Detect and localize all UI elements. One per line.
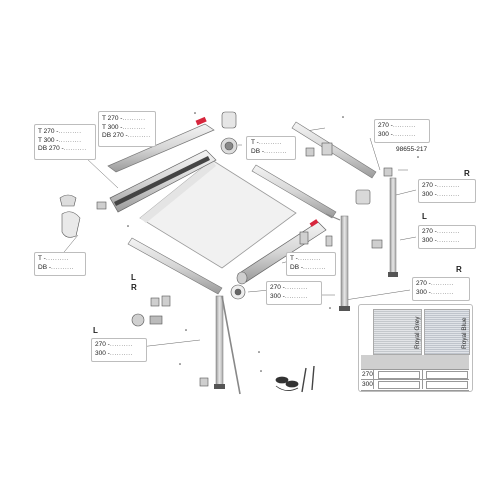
callout-right-upper: 270 -.......... 300 -.......... — [422, 182, 460, 198]
hardware-parts — [59, 111, 393, 387]
swatch-royal-blue — [424, 309, 470, 355]
callout-box-right-leg — [412, 277, 470, 301]
detail-dots — [127, 112, 419, 372]
brand-logo-mark-2 — [309, 219, 319, 227]
callout-left-leg: 270 -.......... 300 -.......... — [95, 341, 133, 357]
callout-box-rafter-top — [374, 119, 430, 143]
table-header-bar — [361, 355, 469, 369]
callout-box-end-cap-left — [34, 252, 86, 276]
brand-logo-mark — [195, 116, 207, 126]
rafter-arm-top — [251, 121, 377, 219]
callout-box-center-rafter — [266, 281, 322, 305]
callout-front-rail: T 270 -.......... T 300 -.......... DB 2… — [38, 128, 87, 152]
part-number-label: 98655-217 — [396, 146, 428, 153]
callout-end-cap-right: T -.......... DB -.......... — [251, 139, 288, 155]
table-row-label-270: 270 — [362, 371, 373, 378]
callout-box-front-rail — [34, 124, 96, 160]
callout-top-rail: T 270 -.......... T 300 -.......... DB 2… — [102, 115, 151, 139]
fabric-table: Royal Grey Royal Blue 270 300 — [358, 304, 473, 392]
callout-right-lower: 270 -.......... 300 -.......... — [422, 228, 460, 244]
side-letter-r-top: R — [464, 169, 470, 178]
callout-center-rafter: 270 -.......... 300 -.......... — [270, 284, 308, 300]
callout-end-cap-left: T -.......... DB -.......... — [38, 255, 75, 271]
callout-rafter-top: 270 -.......... 300 -.......... — [378, 122, 416, 138]
awning-fabric — [139, 159, 297, 269]
tie-down-kit — [275, 365, 315, 393]
side-letter-l-mid: L — [422, 212, 427, 221]
table-col-divider — [422, 369, 423, 389]
side-letter-r-mid: R — [456, 265, 462, 274]
callout-box-top-rail — [98, 111, 156, 147]
roller-tube — [107, 116, 215, 173]
order-cell[interactable] — [378, 371, 420, 379]
order-cell[interactable] — [378, 381, 420, 389]
callout-box-right-lower — [418, 225, 476, 249]
lead-rail — [109, 149, 217, 213]
callout-box-left-leg — [91, 338, 147, 362]
order-cell[interactable] — [426, 371, 468, 379]
swatch-royal-grey — [373, 309, 422, 355]
callout-box-right-upper — [418, 179, 476, 203]
swatch-label-royal-grey: Royal Grey — [414, 316, 421, 349]
order-cell[interactable] — [426, 381, 468, 389]
side-letter-l-bottom: L — [93, 326, 98, 335]
support-legs — [214, 177, 398, 395]
callout-box-end-cap-front — [286, 252, 336, 276]
table-row — [361, 379, 469, 391]
callout-right-leg: 270 -.......... 300 -.......... — [416, 280, 454, 296]
front-bar — [127, 237, 223, 295]
callout-box-end-cap-right — [246, 136, 296, 160]
side-letter-r-small: R — [131, 283, 137, 292]
swatch-label-royal-blue: Royal Blue — [461, 317, 468, 349]
table-row-label-300: 300 — [362, 381, 373, 388]
table-col-divider — [373, 369, 374, 389]
callout-end-cap-front: T -.......... DB -.......... — [290, 255, 327, 271]
side-letter-l-small: L — [131, 273, 136, 282]
table-row — [361, 369, 469, 380]
